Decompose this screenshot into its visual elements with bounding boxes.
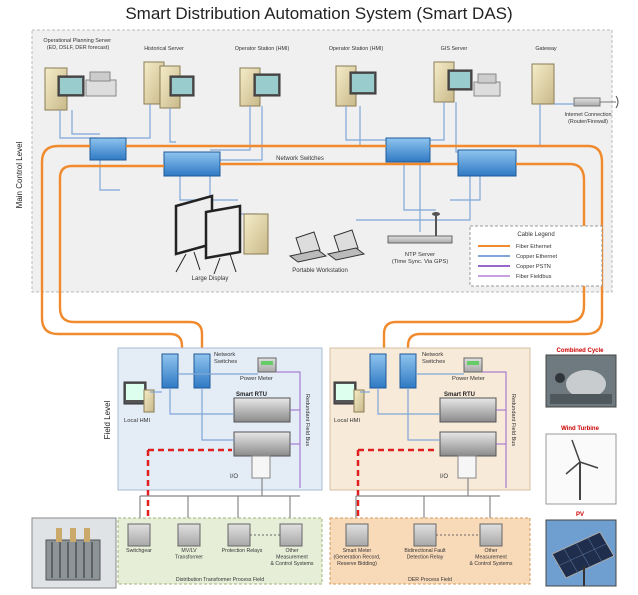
legend-label: Copper Ethernet <box>516 254 557 260</box>
smart-meter-icon <box>345 523 369 547</box>
server-label: Operator Station (HMI) <box>235 46 290 52</box>
server-label: GIS Server <box>441 46 468 52</box>
local-hmi-icon <box>333 381 365 413</box>
smart-rtu-icon <box>233 397 291 457</box>
smart-rtu-label: Smart RTU <box>236 392 267 398</box>
cable-legend-title: Cable Legend <box>517 232 554 238</box>
legend-label: Copper PSTN <box>516 264 551 270</box>
ntp-server-icon <box>387 212 453 244</box>
process-devices-right <box>345 523 503 547</box>
photo-label-wind-turbine: Wind Turbine <box>561 426 599 432</box>
process-device-labels: Smart Meter(Generation Record,Reserve Bi… <box>334 548 513 567</box>
workstation-icon <box>335 65 377 107</box>
network-switch-icon <box>369 353 387 389</box>
router-icon <box>573 95 619 109</box>
power-meter-label: Power Meter <box>240 376 273 382</box>
field-left-content <box>123 353 301 522</box>
field-level-label: Field Level <box>103 400 112 439</box>
local-hmi-label: Local HMI <box>124 418 150 424</box>
power-meter-label: Power Meter <box>452 376 485 382</box>
network-switches-label: Network Switches <box>276 156 324 162</box>
photo-label-combined-cycle: Combined Cycle <box>556 348 604 354</box>
device-label: Switchgear <box>126 548 152 554</box>
wind-turbine-photo <box>545 433 617 505</box>
measurement-icon <box>279 523 303 547</box>
legend-label: Fiber Fieldbus <box>516 274 552 280</box>
protection-relay-icon <box>227 523 251 547</box>
photo-label-pv: PV <box>576 512 584 518</box>
server-computer-icon <box>433 61 501 103</box>
redundant-bus-label: Redundant Field Bus <box>510 394 516 446</box>
network-switch-icon <box>161 353 179 389</box>
network-switch-icon <box>163 151 221 177</box>
smart-rtu-label: Smart RTU <box>444 392 475 398</box>
fiber-ethernet-lines <box>40 144 604 354</box>
server-label: Historical Server <box>144 46 184 52</box>
combined-cycle-photo <box>545 354 617 408</box>
server-label: Operational Planning Server (ED, DSLF, D… <box>43 38 112 51</box>
transformer-photo <box>31 517 117 589</box>
laptop-icon <box>288 229 366 263</box>
process-field-label: Distribution Transformer Process Field <box>176 577 264 583</box>
page-title: Smart Distribution Automation System (Sm… <box>125 4 513 23</box>
switchgear-icon <box>127 523 151 547</box>
network-switch-icon <box>385 137 431 163</box>
io-label: I/O <box>440 474 448 480</box>
smart-rtu-icon <box>439 397 497 457</box>
server-label: Gateway <box>535 46 557 52</box>
server-label: Operator Station (HMI) <box>329 46 384 52</box>
server-computer-icon <box>44 67 117 111</box>
internet-connection-label: Internet Connection(Router/Firewall) <box>564 112 611 125</box>
local-hmi-icon <box>123 381 155 413</box>
main-control-level-label: Main Control Level <box>15 141 24 208</box>
device-label: Protection Relays <box>222 548 263 554</box>
server-computer-icon <box>143 61 195 109</box>
io-bus <box>139 478 500 520</box>
network-switch-icon <box>193 353 211 389</box>
large-display-label: Large Display <box>192 276 229 282</box>
servers <box>44 61 555 111</box>
large-display-icon <box>174 194 269 275</box>
network-switches <box>89 137 517 177</box>
gateway-icon <box>531 63 555 105</box>
power-meter-icon <box>463 357 483 373</box>
network-switch-icon <box>457 149 517 177</box>
transformer-icon <box>177 523 201 547</box>
process-devices-left <box>127 523 303 547</box>
field-right-content <box>333 353 507 522</box>
device-label: Smart Meter(Generation Record,Reserve Bi… <box>334 548 381 567</box>
network-switch-icon <box>89 137 127 161</box>
power-meter-icon <box>257 357 277 373</box>
ntp-server-label: NTP Server(Time Sync. Via GPS) <box>392 252 448 265</box>
io-label: I/O <box>230 474 238 480</box>
local-hmi-label: Local HMI <box>334 418 360 424</box>
process-field-label: DER Process Field <box>408 577 452 583</box>
workstation-icon <box>239 67 281 107</box>
legend-label: Fiber Ethernet <box>516 244 552 250</box>
measurement-icon <box>479 523 503 547</box>
redundant-bus-label: Redundant Field Bus <box>304 394 310 446</box>
pv-photo <box>545 519 617 587</box>
fault-relay-icon <box>413 523 437 547</box>
portable-workstation-label: Portable Workstation <box>292 268 348 274</box>
network-switch-icon <box>399 353 417 389</box>
